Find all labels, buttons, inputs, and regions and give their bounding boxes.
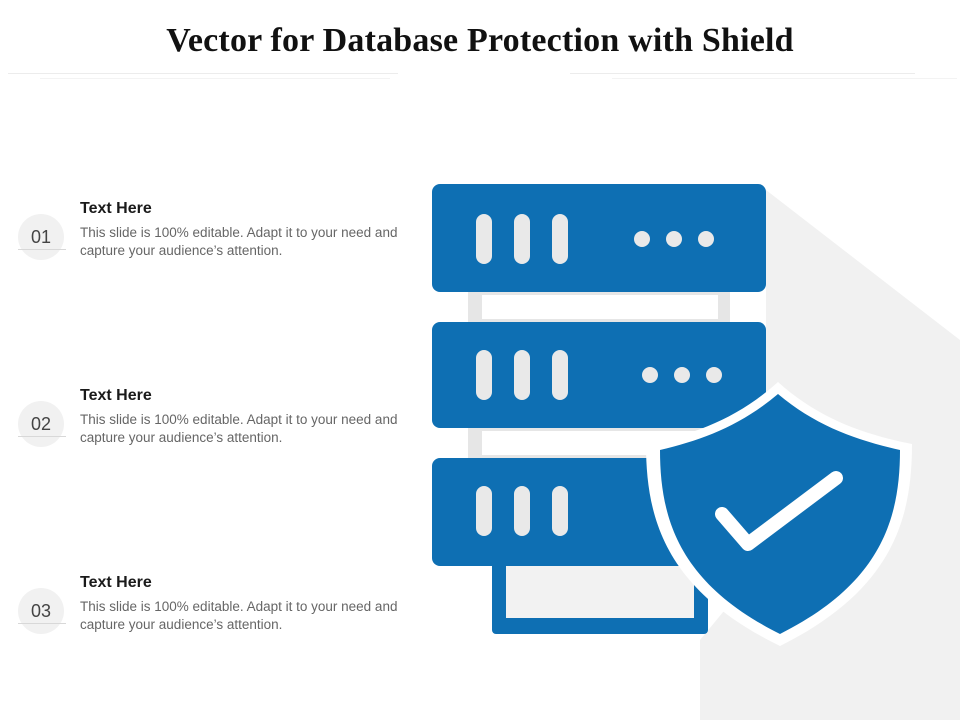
drive-slot <box>552 214 568 264</box>
item-number-badge: 03 <box>18 588 64 634</box>
badge-underline <box>18 623 66 624</box>
status-light <box>698 231 714 247</box>
list-item: 02 Text Here This slide is 100% editable… <box>0 387 420 467</box>
item-description: This slide is 100% editable. Adapt it to… <box>80 599 398 632</box>
item-title: Text Here <box>80 387 152 404</box>
title-divider-left <box>8 73 398 74</box>
drive-slot <box>476 350 492 400</box>
server-unit <box>432 184 766 292</box>
badge-underline <box>18 249 66 250</box>
status-light <box>674 367 690 383</box>
shield-check-icon <box>646 382 912 646</box>
item-number-badge: 02 <box>18 401 64 447</box>
status-light <box>666 231 682 247</box>
title-divider-right <box>570 73 915 74</box>
list-item: 03 Text Here This slide is 100% editable… <box>0 574 420 654</box>
server-connector-slot <box>482 295 718 319</box>
item-description: This slide is 100% editable. Adapt it to… <box>80 412 398 445</box>
status-light <box>634 231 650 247</box>
drive-slot <box>476 214 492 264</box>
status-light <box>642 367 658 383</box>
drive-slot <box>514 350 530 400</box>
drive-slot <box>514 486 530 536</box>
item-number-badge: 01 <box>18 214 64 260</box>
server-unit <box>432 322 766 428</box>
status-light <box>706 367 722 383</box>
page-title: Vector for Database Protection with Shie… <box>166 22 794 59</box>
title-divider-left-secondary <box>40 78 390 79</box>
drive-slot <box>552 486 568 536</box>
badge-underline <box>18 436 66 437</box>
drive-slot <box>476 486 492 536</box>
item-description: This slide is 100% editable. Adapt it to… <box>80 225 398 258</box>
title-divider-right-secondary <box>612 78 957 79</box>
drive-slot <box>552 350 568 400</box>
item-title: Text Here <box>80 200 152 217</box>
checkmark-icon <box>715 471 843 551</box>
server-stand-slot <box>506 560 694 618</box>
item-title: Text Here <box>80 574 152 591</box>
list-item: 01 Text Here This slide is 100% editable… <box>0 200 420 280</box>
drive-slot <box>514 214 530 264</box>
